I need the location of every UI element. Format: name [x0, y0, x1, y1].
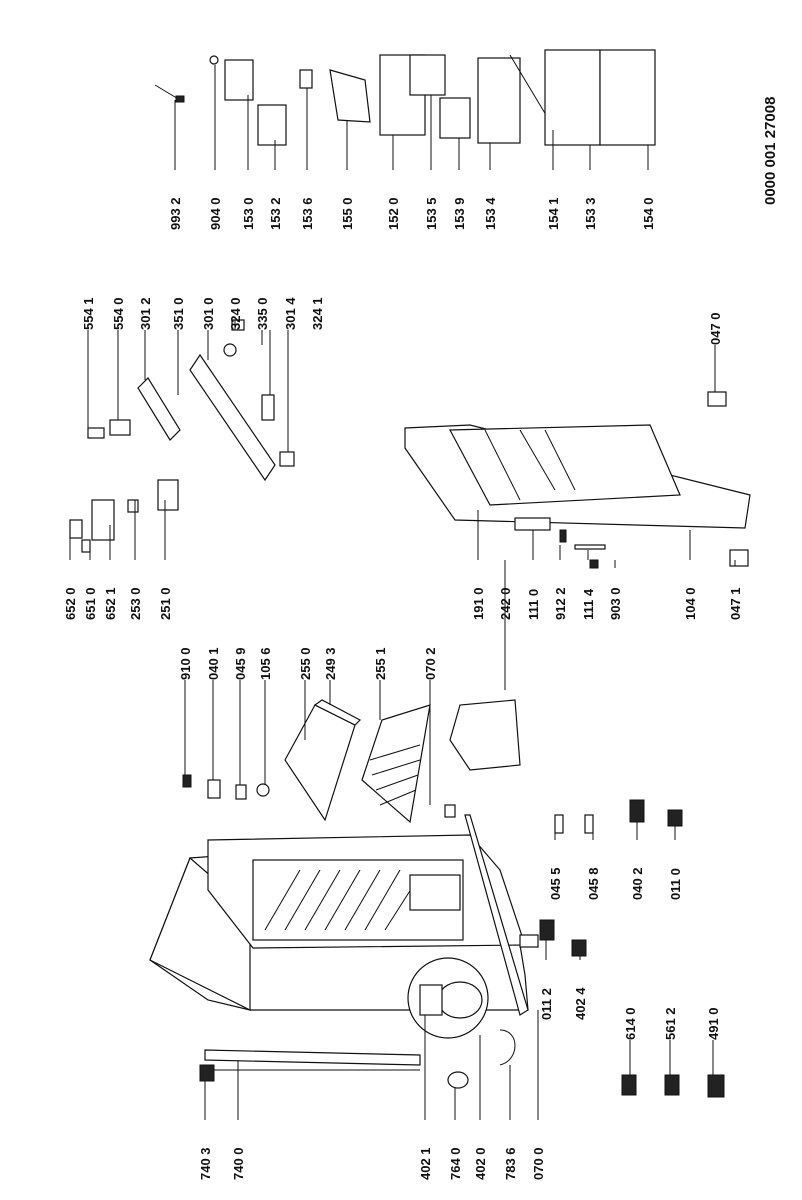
label-6521: 652 1	[103, 587, 118, 620]
label-0112: 011 2	[539, 988, 554, 1020]
label-1056: 105 6	[258, 647, 273, 680]
label-7836: 783 6	[503, 1147, 518, 1180]
label-0401: 040 1	[206, 647, 221, 680]
label-9040: 904 0	[208, 197, 223, 230]
glass-shelf-drawing	[284, 704, 356, 822]
label-4910: 491 0	[706, 1007, 721, 1040]
document-id: 0000 001 27008	[762, 97, 779, 205]
label-1534: 153 4	[483, 197, 498, 230]
leader-lines	[69, 65, 736, 1120]
label-2530: 253 0	[128, 587, 143, 620]
label-4021: 402 1	[418, 1147, 433, 1180]
label-3014: 301 4	[283, 297, 298, 330]
label-1110: 111 0	[526, 589, 541, 620]
label-3510: 351 0	[171, 297, 186, 330]
label-1910: 191 0	[471, 587, 486, 620]
label-2420: 242 0	[498, 587, 513, 620]
label-5540: 554 0	[111, 297, 126, 330]
label-3241: 324 1	[310, 297, 325, 330]
label-0110: 011 0	[668, 868, 683, 900]
label-9030: 903 0	[608, 587, 623, 620]
door-liner-drawing	[449, 424, 681, 506]
label-0702: 070 2	[423, 647, 438, 680]
label-1539: 153 9	[452, 197, 467, 230]
label-1114: 111 4	[581, 588, 596, 620]
label-3012: 301 2	[138, 297, 153, 330]
label-9100: 910 0	[178, 647, 193, 680]
label-9122: 912 2	[553, 587, 568, 620]
label-4020: 402 0	[473, 1147, 488, 1180]
label-0700: 070 0	[531, 1147, 546, 1180]
label-2551: 255 1	[373, 647, 388, 680]
label-5541: 554 1	[81, 297, 96, 330]
label-1532: 153 2	[268, 197, 283, 230]
part-drawings	[69, 49, 751, 1098]
label-9932: 993 2	[168, 197, 183, 230]
wire-shelf-grid	[369, 744, 421, 806]
label-0471: 047 1	[728, 587, 743, 620]
label-2550: 255 0	[298, 647, 313, 680]
label-1535: 153 5	[424, 197, 439, 230]
label-0459: 045 9	[233, 647, 248, 680]
label-2493: 249 3	[323, 647, 338, 680]
label-1530: 153 0	[241, 197, 256, 230]
part-labels: 993 2 904 0 153 0 153 2 153 6 155 0 152 …	[63, 97, 779, 1180]
label-1536: 153 6	[300, 197, 315, 230]
label-7400: 740 0	[231, 1147, 246, 1180]
label-6520: 652 0	[63, 587, 78, 620]
control-housing-drawing	[189, 353, 276, 482]
label-7640: 764 0	[448, 1147, 463, 1180]
label-1520: 152 0	[386, 197, 401, 230]
wire-shelf-drawing	[361, 704, 431, 824]
label-1533: 153 3	[583, 197, 598, 230]
label-3240: 324 0	[228, 297, 243, 330]
egg-tray-drawing	[329, 69, 371, 123]
label-1040: 104 0	[683, 587, 698, 620]
label-1550: 155 0	[340, 197, 355, 230]
label-4024: 402 4	[573, 987, 588, 1020]
label-1540: 154 0	[641, 197, 656, 230]
label-0458: 045 8	[586, 867, 601, 900]
label-0470: 047 0	[708, 312, 723, 345]
cabinet-drawing	[149, 814, 539, 1071]
label-6510: 651 0	[83, 587, 98, 620]
label-0402: 040 2	[630, 867, 645, 900]
label-6140: 614 0	[623, 1007, 638, 1040]
label-5612: 561 2	[663, 1007, 678, 1040]
label-3350: 335 0	[255, 297, 270, 330]
label-7403: 740 3	[198, 1147, 213, 1180]
label-3010: 301 0	[201, 297, 216, 330]
label-2510: 251 0	[158, 587, 173, 620]
crisper-drawer-drawing	[449, 699, 521, 771]
label-0455: 045 5	[548, 867, 563, 900]
shelf-trim-drawing	[313, 699, 362, 726]
label-1541: 154 1	[546, 197, 561, 230]
